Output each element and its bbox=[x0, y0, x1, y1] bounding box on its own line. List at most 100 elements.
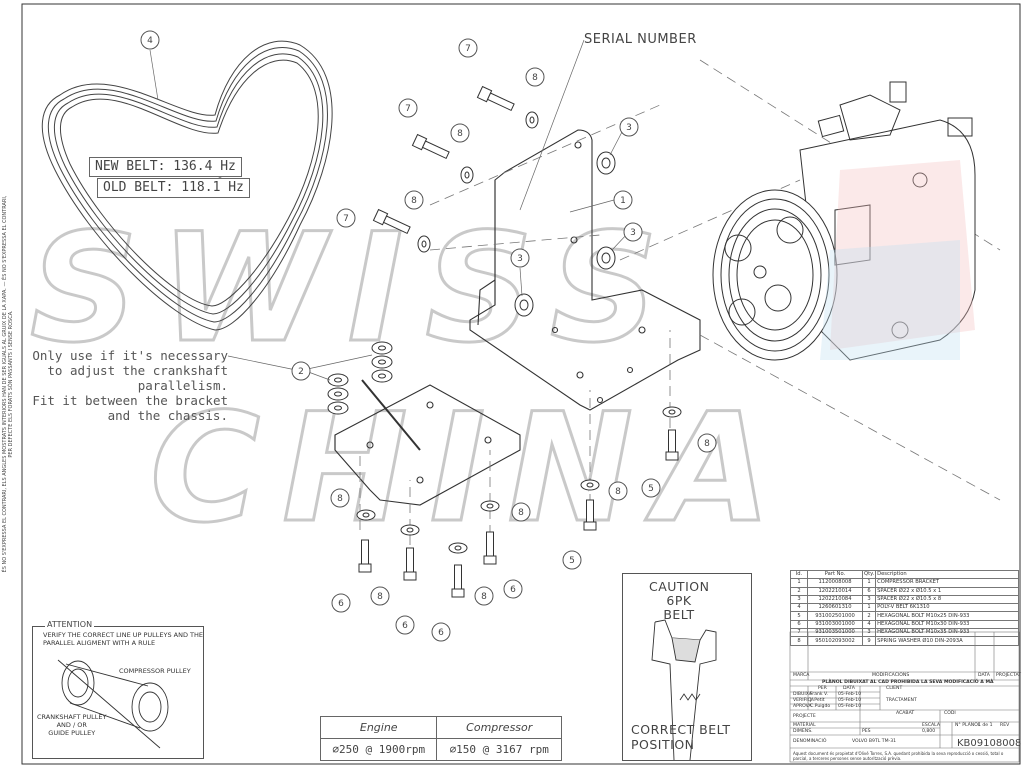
tb-aprova-date: 05-Feb-10 bbox=[838, 704, 862, 709]
svg-text:7: 7 bbox=[465, 44, 471, 54]
attention-box: ATTENTION VERIFY THE CORRECT LINE UP PUL… bbox=[32, 620, 204, 759]
attention-text-line: VERIFY THE CORRECT LINE UP PULLEYS AND T… bbox=[43, 631, 204, 639]
svg-text:8: 8 bbox=[532, 73, 538, 83]
spacers bbox=[327, 151, 616, 415]
svg-text:7: 7 bbox=[405, 104, 411, 114]
caution-belt-section bbox=[651, 619, 717, 761]
callout-5b: 5 bbox=[562, 550, 582, 570]
instruction-line: Fit it between the bracket bbox=[32, 393, 228, 408]
attention-text-line: PARALLEL ALIGMENT WITH A RULE bbox=[43, 639, 156, 647]
callout-3c: 3 bbox=[510, 248, 530, 268]
svg-text:6: 6 bbox=[510, 585, 516, 595]
engine-header: Engine bbox=[319, 716, 438, 739]
drawing-number: KB09108008 bbox=[957, 738, 1022, 749]
correct-belt-position: CORRECT BELT POSITION bbox=[631, 722, 731, 752]
tb-dibuixa: DIBUIXA bbox=[793, 692, 813, 697]
tb-acabat: ACABAT bbox=[896, 711, 915, 716]
parts-header-row: Id. Part No. Qty. Description bbox=[790, 569, 1019, 580]
callout-8b: 8 bbox=[450, 123, 470, 143]
callout-6b: 6 bbox=[395, 615, 415, 635]
caution-title: CAUTION 6PK BELT bbox=[649, 580, 709, 622]
svg-text:5: 5 bbox=[569, 556, 575, 566]
tb-denominacio-val: VOLVO B9TL TM-31 bbox=[852, 739, 897, 744]
compressor-header: Compressor bbox=[436, 716, 562, 739]
tb-dimens: DIMENS. bbox=[793, 729, 813, 734]
svg-text:8: 8 bbox=[411, 196, 417, 206]
compressor-bracket bbox=[469, 129, 701, 411]
tb-dibuixa-who: Frank V. bbox=[810, 692, 829, 697]
svg-text:6: 6 bbox=[338, 599, 344, 609]
tb-marca: MARCA bbox=[793, 673, 810, 678]
spacer-plate bbox=[334, 379, 521, 506]
tb-data2: DATA bbox=[843, 686, 855, 691]
tb-verifica: VERIFICA bbox=[793, 698, 814, 703]
serial-number-label: SERIAL NUMBER bbox=[584, 32, 697, 47]
callout-8h: 8 bbox=[474, 586, 494, 606]
tb-denominacio: DENOMINACIÓ bbox=[793, 739, 827, 744]
spacer-instruction: Only use if it's necessary to adjust the… bbox=[30, 348, 228, 423]
svg-text:8: 8 bbox=[377, 592, 383, 602]
watermark-line1: SWISS bbox=[30, 202, 680, 376]
svg-text:8: 8 bbox=[518, 508, 524, 518]
parts-header-part: Part No. bbox=[807, 569, 863, 580]
svg-text:8: 8 bbox=[615, 487, 621, 497]
tb-projecte: PROJECTE bbox=[793, 714, 816, 719]
tb-per: PER bbox=[818, 686, 827, 691]
svg-text:3: 3 bbox=[630, 228, 636, 238]
tb-projectat: PROJECTAT bbox=[996, 673, 1022, 678]
callout-6a: 6 bbox=[331, 593, 351, 613]
tb-footer: Aquest document és propietat d'Olivé Tor… bbox=[793, 751, 1004, 761]
callout-3b: 3 bbox=[623, 222, 643, 242]
tb-warning: PLÀNOL DIBUIXAT AL CAD PROHIBIDA LA SEVA… bbox=[822, 680, 994, 685]
compressor bbox=[712, 81, 976, 361]
svg-text:6: 6 bbox=[438, 628, 444, 638]
tb-escala: ESCALA bbox=[922, 723, 940, 728]
tb-data: DATA bbox=[978, 673, 990, 678]
instruction-line: and the chassis. bbox=[107, 408, 228, 423]
attention-pulley-sketch bbox=[57, 659, 169, 749]
tb-rev: REV bbox=[1000, 723, 1010, 728]
callout-8d: 8 bbox=[697, 433, 717, 453]
callout-1: 1 bbox=[613, 190, 633, 210]
svg-text:4: 4 bbox=[147, 36, 153, 46]
svg-text:7: 7 bbox=[343, 214, 349, 224]
parts-header-qty: Qty. bbox=[861, 569, 877, 580]
svg-text:8: 8 bbox=[457, 129, 463, 139]
callout-8e: 8 bbox=[608, 481, 628, 501]
tb-n-planol: N° PLÀNOL bbox=[955, 723, 981, 728]
tb-material: MATERIAL bbox=[793, 723, 816, 728]
tb-aprova-who: C.Puigdo bbox=[810, 704, 831, 709]
parts-header-desc: Description bbox=[875, 569, 1019, 580]
bolts bbox=[358, 85, 679, 598]
callout-2: 2 bbox=[291, 361, 311, 381]
svg-text:6: 6 bbox=[402, 621, 408, 631]
tb-full: 1 de 1 bbox=[978, 723, 993, 728]
new-belt-frequency: NEW BELT: 136.4 Hz bbox=[89, 157, 242, 177]
callout-8i: 8 bbox=[511, 502, 531, 522]
svg-text:3: 3 bbox=[626, 123, 632, 133]
tb-pes: PES bbox=[862, 729, 871, 734]
crank-label-line: CRANKSHAFT PULLEY bbox=[37, 713, 107, 721]
old-belt-frequency: OLD BELT: 118.1 Hz bbox=[97, 178, 250, 198]
svg-text:8: 8 bbox=[704, 439, 710, 449]
callout-7a: 7 bbox=[458, 38, 478, 58]
compressor-value: ∅150 @ 3167 rpm bbox=[436, 738, 562, 761]
caution-box: CAUTION 6PK BELT CORRECT BELT POSITION bbox=[622, 573, 752, 761]
instruction-line: Only use if it's necessary bbox=[32, 348, 228, 363]
engine-value: ∅250 @ 1900rpm bbox=[319, 738, 438, 761]
instruction-line: parallelism. bbox=[137, 378, 228, 393]
tb-verifica-who: J. Petit bbox=[810, 698, 825, 703]
tb-codi: CODI bbox=[944, 711, 956, 716]
callout-5a: 5 bbox=[641, 478, 661, 498]
tb-modificacions: MODIFICACIONS bbox=[872, 673, 910, 678]
callout-7c: 7 bbox=[336, 208, 356, 228]
parts-header-id: Id. bbox=[790, 569, 808, 580]
